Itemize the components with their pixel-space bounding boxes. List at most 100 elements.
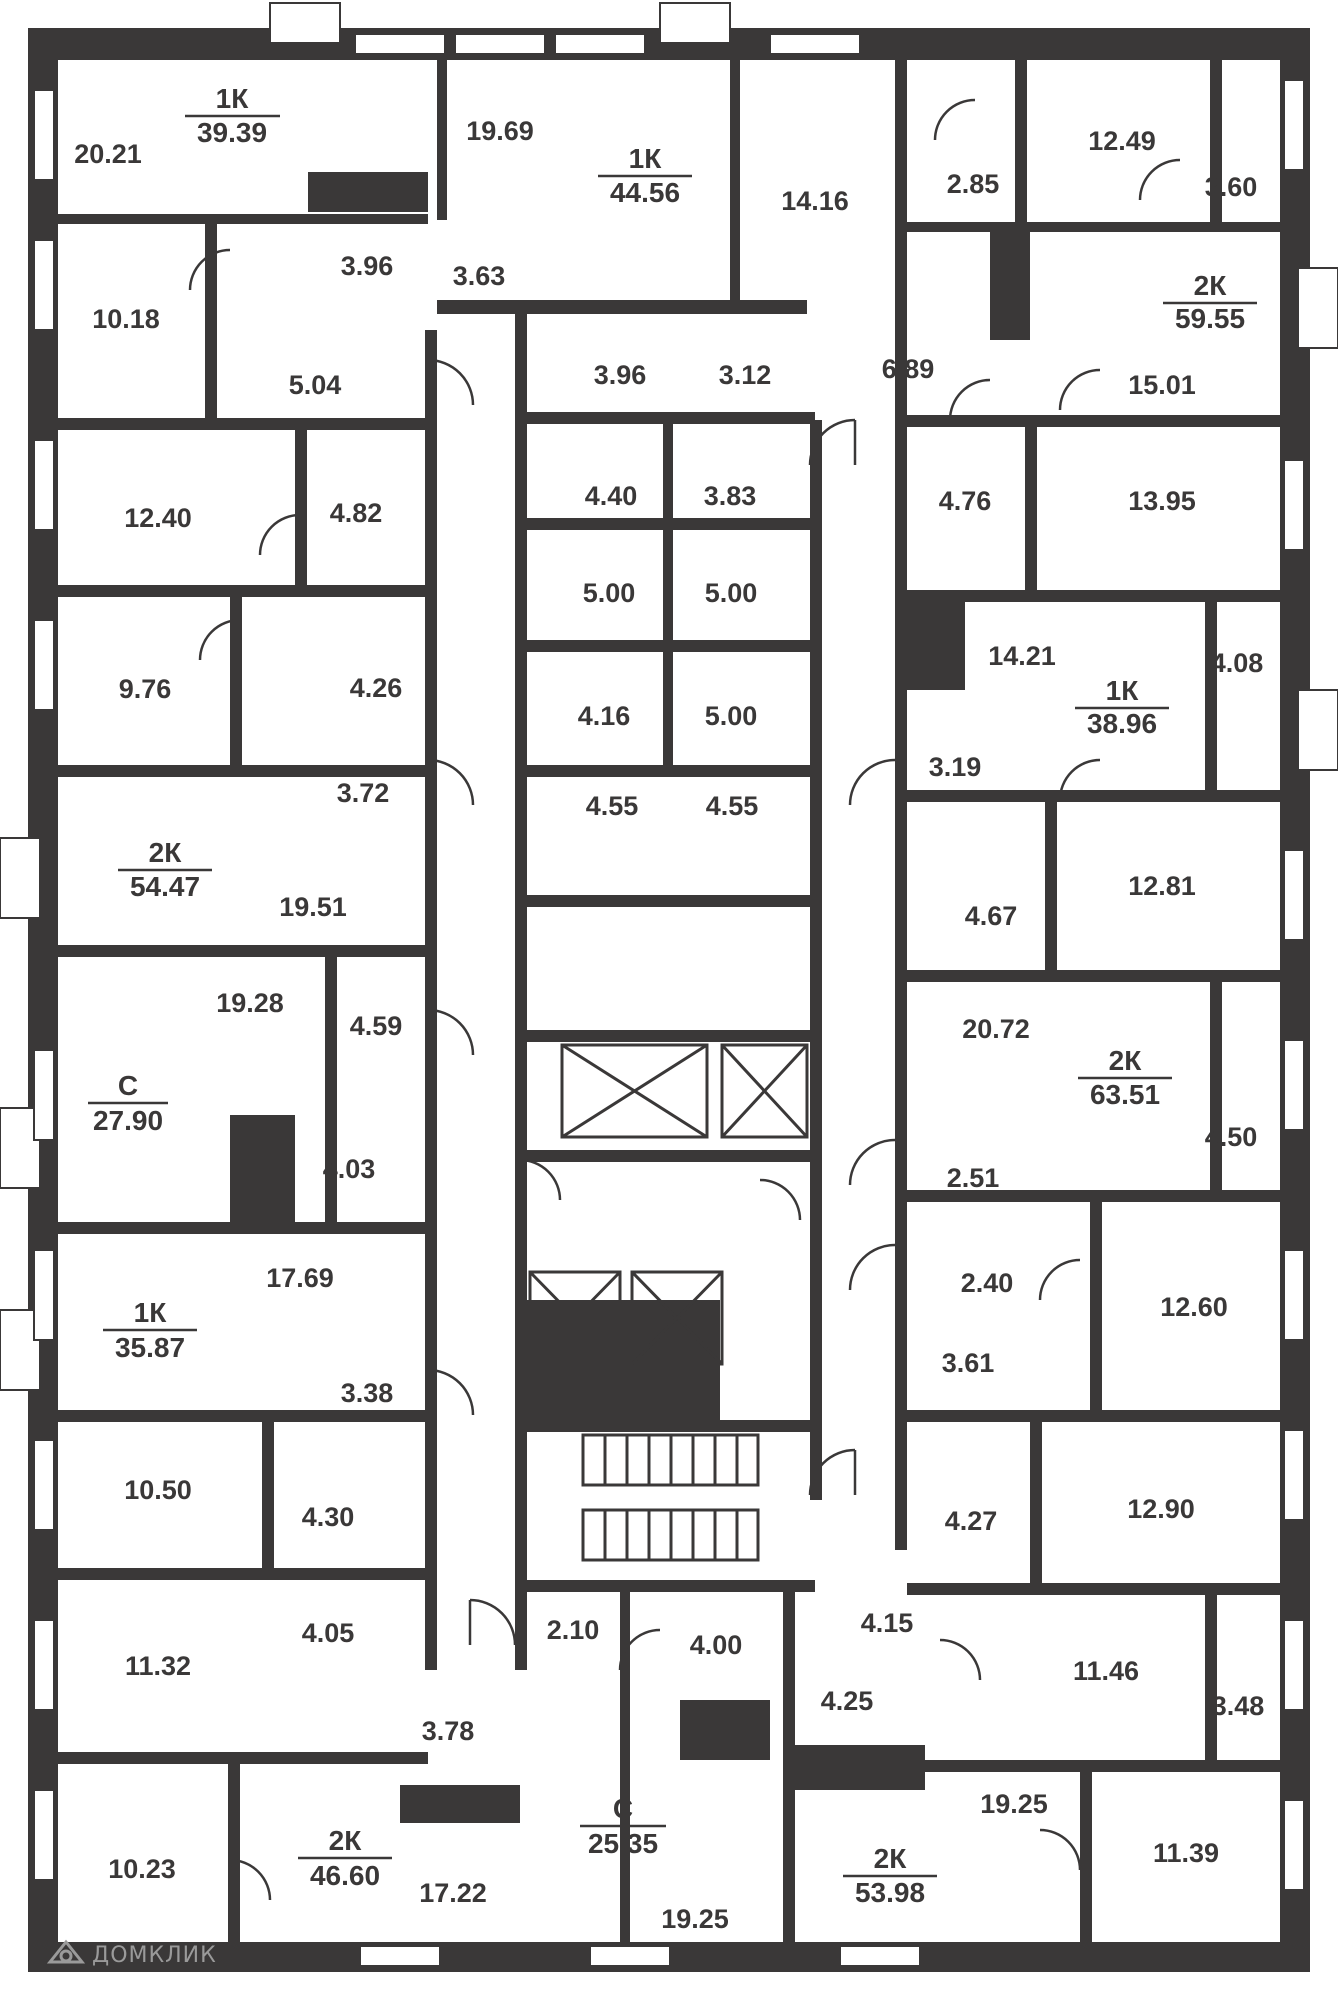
room-area: 3.63 xyxy=(453,261,506,291)
room-area: 5.00 xyxy=(583,578,636,608)
room-area: 3.60 xyxy=(1205,172,1258,202)
unit-label-underlines xyxy=(88,114,1257,1878)
room-area: 11.46 xyxy=(1073,1656,1139,1686)
watermark-text: ДОМКЛИК xyxy=(92,1943,217,1968)
room-area: 4.50 xyxy=(1205,1122,1258,1152)
room-area: 3.96 xyxy=(594,360,647,390)
room-area: 13.95 xyxy=(1128,486,1196,516)
room-area: 3.78 xyxy=(422,1716,475,1746)
unit-label-c-27-90-type: С xyxy=(118,1070,138,1101)
room-area: 4.30 xyxy=(302,1502,355,1532)
elevator-3 xyxy=(528,1270,622,1366)
room-area: 19.28 xyxy=(216,988,284,1018)
room-area: 3.72 xyxy=(337,778,390,808)
unit-label-1k-38-96-type: 1К xyxy=(1106,675,1140,706)
room-area: 3.61 xyxy=(942,1348,995,1378)
unit-label-2k-54-47-type: 2К xyxy=(149,837,183,868)
doors xyxy=(188,98,1181,1901)
unit-label-1k-38-96-area: 38.96 xyxy=(1087,708,1157,739)
elevator-1 xyxy=(560,1043,709,1139)
room-area: 12.90 xyxy=(1127,1494,1195,1524)
room-area: 10.50 xyxy=(124,1475,192,1505)
room-area: 17.69 xyxy=(266,1263,334,1293)
room-area: 12.40 xyxy=(124,503,192,533)
elevator-2 xyxy=(720,1043,809,1139)
room-area: 19.51 xyxy=(279,892,347,922)
room-area: 20.21 xyxy=(74,139,142,169)
room-area: 3.48 xyxy=(1212,1691,1265,1721)
room-area: 3.83 xyxy=(704,481,757,511)
elevators xyxy=(528,1043,809,1366)
room-area: 19.25 xyxy=(661,1904,729,1934)
room-area: 14.16 xyxy=(781,186,849,216)
room-area: 4.16 xyxy=(578,701,631,731)
room-area: 17.22 xyxy=(419,1878,487,1908)
interior-walls xyxy=(58,60,1280,1942)
unit-label-2k-59-55-area: 59.55 xyxy=(1175,303,1245,334)
room-area: 4.26 xyxy=(350,673,403,703)
room-area: 4.00 xyxy=(690,1630,743,1660)
unit-label-1k-44-56-type: 1К xyxy=(629,143,663,174)
room-area: 4.67 xyxy=(965,901,1018,931)
room-area: 2.51 xyxy=(947,1163,1000,1193)
unit-label-1k-35-87-area: 35.87 xyxy=(115,1332,185,1363)
unit-label-2k-46-60-area: 46.60 xyxy=(310,1860,380,1891)
room-area: 4.27 xyxy=(945,1506,998,1536)
unit-label-2k-46-60-type: 2К xyxy=(329,1825,363,1856)
room-area: 19.69 xyxy=(466,116,534,146)
room-area: 5.00 xyxy=(705,578,758,608)
room-area: 10.23 xyxy=(108,1854,176,1884)
room-area: 12.81 xyxy=(1128,871,1196,901)
room-area: 4.03 xyxy=(323,1154,376,1184)
room-area: 4.15 xyxy=(861,1608,914,1638)
unit-label-c-27-90-area: 27.90 xyxy=(93,1105,163,1136)
room-area: 20.72 xyxy=(962,1014,1030,1044)
room-area: 4.82 xyxy=(330,498,383,528)
room-area: 15.01 xyxy=(1128,370,1196,400)
room-area: 4.76 xyxy=(939,486,992,516)
room-area: 4.25 xyxy=(821,1686,874,1716)
unit-label-1k-35-87-type: 1К xyxy=(134,1297,168,1328)
unit-label-1k-44-56-area: 44.56 xyxy=(610,177,680,208)
room-area: 4.59 xyxy=(350,1011,403,1041)
unit-label-2k-54-47-area: 54.47 xyxy=(130,871,200,902)
room-area: 3.38 xyxy=(341,1378,394,1408)
room-area: 5.00 xyxy=(705,701,758,731)
room-area: 4.55 xyxy=(586,791,639,821)
unit-labels: 1К 39.39 1К 44.56 2К 59.55 1К 38.96 2К 5… xyxy=(93,83,1245,1908)
domclick-logo-icon xyxy=(46,1939,86,1964)
room-area: 3.19 xyxy=(929,752,982,782)
unit-label-c-25-35-type: С xyxy=(613,1793,633,1824)
room-area: 3.96 xyxy=(341,251,394,281)
room-area: 2.40 xyxy=(961,1268,1014,1298)
room-area: 10.18 xyxy=(92,304,160,334)
unit-label-2k-53-98-area: 53.98 xyxy=(855,1877,925,1908)
room-area: 3.12 xyxy=(719,360,772,390)
unit-label-2k-53-98-type: 2К xyxy=(874,1843,908,1874)
room-area: 4.55 xyxy=(706,791,759,821)
elevator-4 xyxy=(630,1270,724,1366)
room-area: 9.76 xyxy=(119,674,172,704)
room-area: 2.10 xyxy=(547,1615,600,1645)
room-area: 11.39 xyxy=(1153,1838,1219,1868)
room-area: 2.85 xyxy=(947,169,1000,199)
unit-label-1k-39-39-area: 39.39 xyxy=(197,117,267,148)
unit-label-1k-39-39-type: 1К xyxy=(216,83,250,114)
room-area: 12.60 xyxy=(1160,1292,1228,1322)
room-area: 4.08 xyxy=(1211,648,1264,678)
unit-label-2k-59-55-type: 2К xyxy=(1194,270,1228,301)
room-area: 19.25 xyxy=(980,1789,1048,1819)
room-areas: 20.21 19.69 14.16 12.49 2.85 3.60 3.96 3… xyxy=(74,116,1264,1934)
watermark: ДОМКЛИК xyxy=(46,1939,217,1968)
room-area: 5.04 xyxy=(289,370,342,400)
room-area: 14.21 xyxy=(988,641,1056,671)
staircase xyxy=(581,1433,760,1562)
room-area: 6.89 xyxy=(882,354,935,384)
room-area: 12.49 xyxy=(1088,126,1156,156)
room-area: 11.32 xyxy=(125,1651,191,1681)
room-area: 4.05 xyxy=(302,1618,355,1648)
room-area: 4.40 xyxy=(585,481,638,511)
unit-label-2k-63-51-type: 2К xyxy=(1109,1045,1143,1076)
